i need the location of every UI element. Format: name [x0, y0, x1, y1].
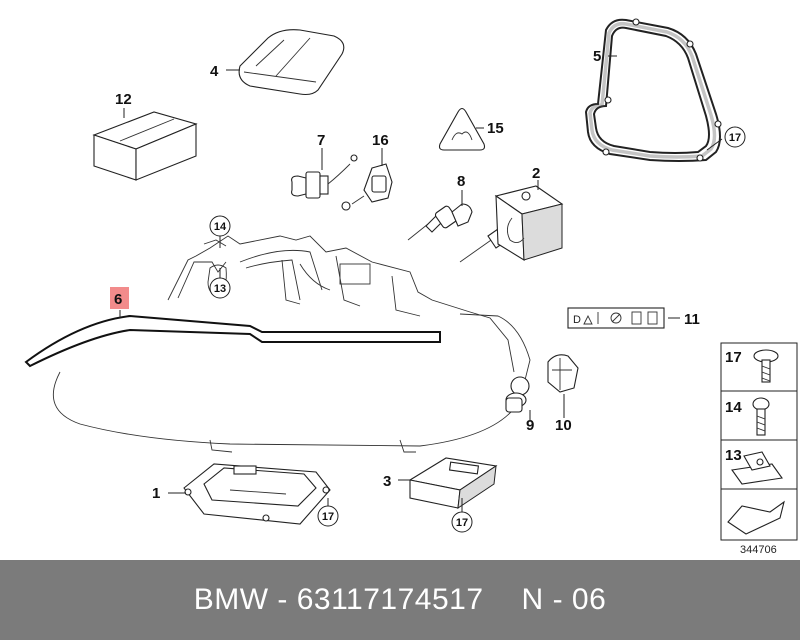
- callout-15: 15: [487, 120, 504, 137]
- callout-6-highlight: [110, 287, 129, 309]
- callout-8: 8: [457, 173, 465, 190]
- part-6-headlight-lens: [24, 310, 531, 453]
- part-7-bulb: [291, 148, 358, 199]
- arrow-icon: [727, 500, 785, 535]
- legend-14: 14: [725, 399, 742, 416]
- part-number-footer: BMW - 63117174517 N - 06: [0, 560, 800, 640]
- callout-5: 5: [593, 48, 601, 65]
- callout-17-circle-ballast: 17: [451, 511, 473, 533]
- footer-separator: -: [277, 583, 288, 616]
- svg-text:14: 14: [214, 221, 227, 233]
- callout-4: 4: [210, 63, 219, 80]
- footer-part-number: 63117174517: [296, 583, 484, 616]
- svg-text:D: D: [573, 314, 581, 326]
- legend-13: 13: [725, 447, 742, 464]
- svg-text:13: 13: [214, 283, 226, 295]
- bolt-14-icon: [752, 397, 770, 436]
- part-16-bulb-socket: [341, 148, 393, 211]
- part-8-xenon-bulb: [407, 190, 473, 241]
- callout-1: 1: [152, 485, 160, 502]
- svg-text:17: 17: [322, 511, 334, 523]
- callout-11: 11: [684, 311, 700, 328]
- parts-diagram: D: [24, 18, 798, 556]
- part-1-control-unit: [168, 463, 331, 525]
- part-5-gasket: [584, 18, 723, 162]
- part-3-ballast: [398, 457, 498, 512]
- callout-17-circle-unit: 17: [317, 505, 339, 527]
- footer-n-value: 06: [571, 583, 607, 616]
- part-9-cap: [505, 376, 531, 420]
- callout-9: 9: [526, 417, 534, 434]
- callout-16: 16: [372, 132, 389, 149]
- part-11-label-strip: D: [567, 307, 680, 329]
- svg-text:17: 17: [729, 132, 741, 144]
- callout-7: 7: [317, 132, 325, 149]
- callout-10: 10: [555, 417, 572, 434]
- legend-17: 17: [725, 349, 742, 366]
- callout-6: 6: [114, 291, 122, 308]
- screw-17-icon: [753, 349, 779, 383]
- part-2-igniter: [459, 180, 564, 263]
- callout-13-circle: 13: [209, 268, 231, 299]
- part-4-cap: [226, 29, 345, 96]
- callout-17-circle-gasket: 17: [724, 126, 746, 148]
- callout-14-circle: 14: [209, 215, 231, 248]
- headlight-housing: [167, 235, 515, 373]
- footer-n-label: N: [521, 583, 544, 616]
- diagram-code: 344706: [740, 544, 777, 556]
- footer-separator-2: -: [552, 583, 564, 616]
- part-10-socket: [547, 354, 579, 418]
- callout-12: 12: [115, 91, 132, 108]
- footer-brand: BMW: [193, 583, 269, 616]
- callout-2: 2: [532, 165, 540, 182]
- clip-nut-13-icon: [731, 451, 783, 485]
- fastener-legend: 17 14 13: [720, 342, 798, 541]
- part-12-box: [92, 108, 198, 181]
- part-15-warning-label: [438, 107, 486, 151]
- svg-text:17: 17: [456, 517, 468, 529]
- callout-3: 3: [383, 473, 391, 490]
